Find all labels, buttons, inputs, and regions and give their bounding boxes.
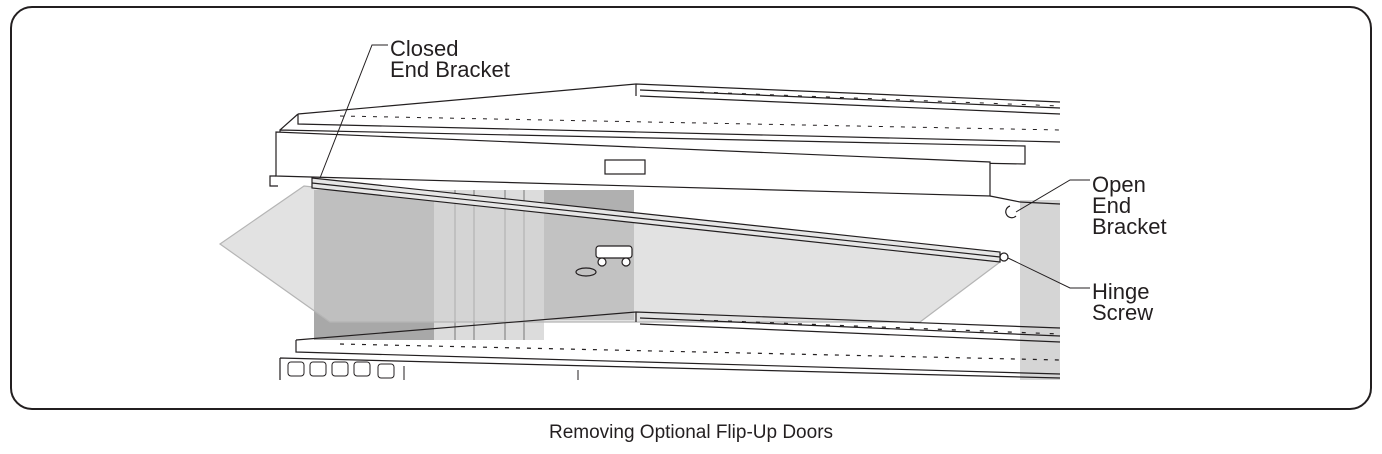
callout-line: Bracket <box>1092 214 1167 239</box>
leader-hinge-screw <box>1007 257 1090 289</box>
leader-open-end-bracket <box>1015 179 1090 213</box>
figure-caption: Removing Optional Flip-Up Doors <box>548 422 834 443</box>
callout-line: End Bracket <box>390 57 510 82</box>
callout-line: Hinge <box>1092 279 1150 304</box>
callout-line: Closed <box>390 36 459 61</box>
leader-closed-end-bracket <box>319 44 388 179</box>
callout-line: End <box>1092 193 1132 218</box>
callout-hinge-screw: Hinge Screw <box>1092 279 1154 325</box>
callout-open-end-bracket: Open End Bracket <box>1092 172 1167 239</box>
callout-closed-end-bracket: Closed End Bracket <box>390 36 510 82</box>
rear-side-panel <box>1020 200 1060 380</box>
figure-frame <box>10 6 1372 410</box>
open-end-bracket-shape <box>1005 205 1017 219</box>
callout-line: Screw <box>1092 300 1154 325</box>
upper-shelf <box>297 83 1061 143</box>
callout-line: Open <box>1092 172 1146 197</box>
hinge-screw-head <box>999 252 1009 262</box>
lower-shelf <box>295 311 1061 375</box>
